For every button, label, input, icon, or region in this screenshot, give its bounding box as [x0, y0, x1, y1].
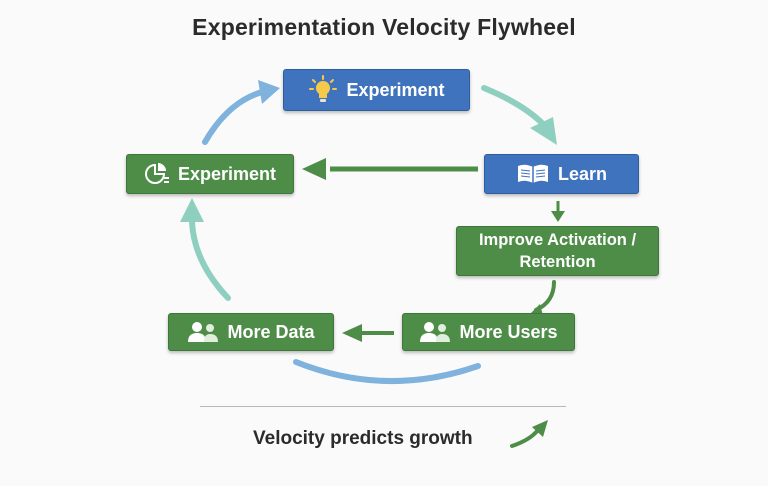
node-experiment-left: Experiment	[126, 154, 294, 194]
node-label: Learn	[557, 163, 608, 184]
node-label-line1: Improve Activation /	[478, 231, 637, 249]
pie-chart-icon	[144, 162, 170, 186]
lightbulb-icon	[308, 75, 338, 105]
node-improve-activation: Improve Activation / Retention	[456, 226, 659, 276]
footer-caption: Velocity predicts growth	[253, 428, 473, 449]
arrow-users-to-data-head	[342, 324, 362, 342]
node-more-users: More Users	[402, 313, 575, 351]
node-label: More Data	[227, 321, 315, 342]
arrow-learn-to-left-head	[302, 158, 326, 180]
arrow-top-to-learn	[481, 85, 546, 127]
arrow-data-to-left-head	[180, 198, 204, 222]
node-label: More Users	[459, 321, 558, 342]
node-label-line2: Retention	[519, 253, 596, 271]
arc-bottom	[293, 359, 481, 384]
node-more-data: More Data	[168, 313, 334, 351]
arrow-left-to-top-head	[258, 80, 280, 104]
node-label: Experiment	[346, 79, 445, 100]
book-icon	[516, 163, 550, 185]
node-label: Experiment	[177, 163, 277, 184]
arrow-top-to-learn-head	[530, 117, 557, 145]
footer-arrow-head	[532, 420, 548, 437]
node-learn: Learn	[484, 154, 639, 194]
users-icon	[187, 321, 219, 343]
users-icon	[419, 321, 451, 343]
arrow-left-to-top	[202, 89, 265, 145]
arrow-data-to-left	[189, 219, 231, 301]
arrow-learn-to-improve-head	[551, 211, 565, 222]
footer-arrow	[510, 428, 540, 448]
node-experiment-top: Experiment	[283, 69, 470, 111]
divider	[200, 406, 566, 407]
page-title: Experimentation Velocity Flywheel	[192, 14, 576, 40]
